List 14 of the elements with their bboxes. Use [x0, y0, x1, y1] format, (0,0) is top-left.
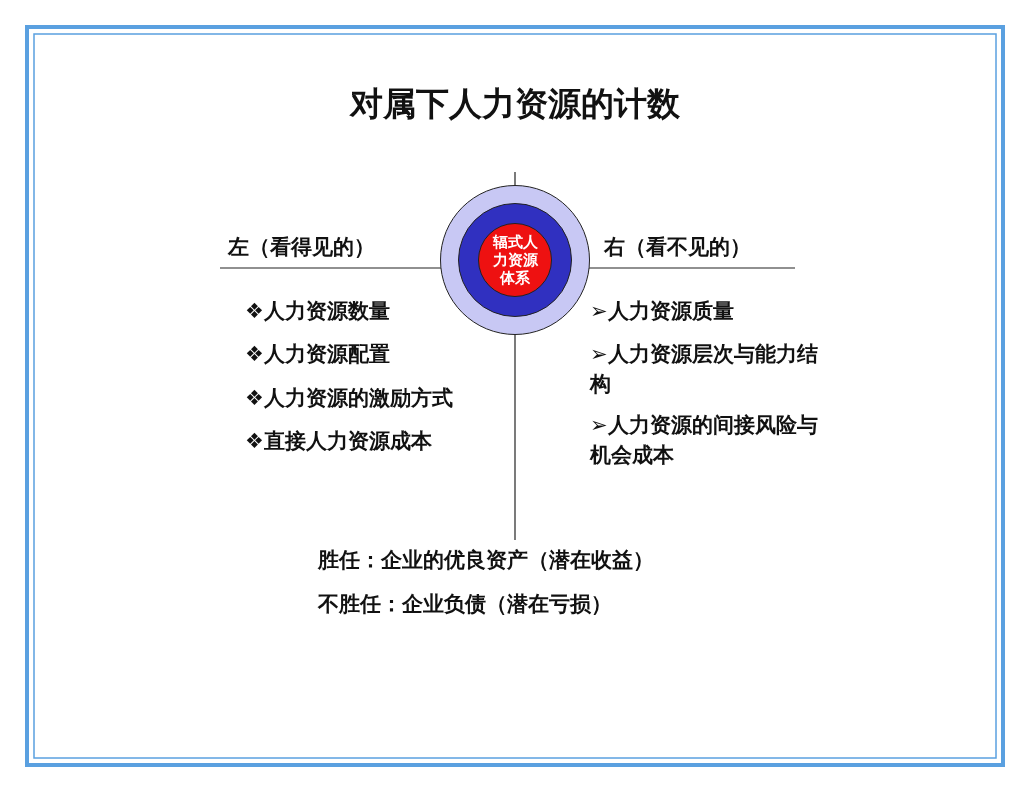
- list-item: ❖人力资源数量: [245, 298, 391, 325]
- center-label: 辐式人力资源体系: [491, 233, 539, 287]
- list-item: ➢人力资源层次与能力结构: [590, 341, 819, 398]
- list-item: ➢人力资源质量: [590, 298, 735, 325]
- list-item: ➢人力资源的间接风险与机会成本: [590, 412, 819, 469]
- note-text: 不胜任：企业负债（潜在亏损）: [318, 591, 613, 618]
- list-item: ❖直接人力资源成本: [245, 428, 433, 455]
- list-item: ❖人力资源配置: [245, 341, 391, 368]
- list-item: ❖人力资源的激励方式: [245, 385, 454, 412]
- title: 对属下人力资源的计数: [348, 83, 681, 125]
- note-text: 胜任：企业的优良资产（潜在收益）: [318, 547, 655, 574]
- middle-ring: [458, 203, 572, 317]
- section-heading: 左（看得见的）: [228, 234, 376, 261]
- section-heading: 右（看不见的）: [604, 234, 752, 261]
